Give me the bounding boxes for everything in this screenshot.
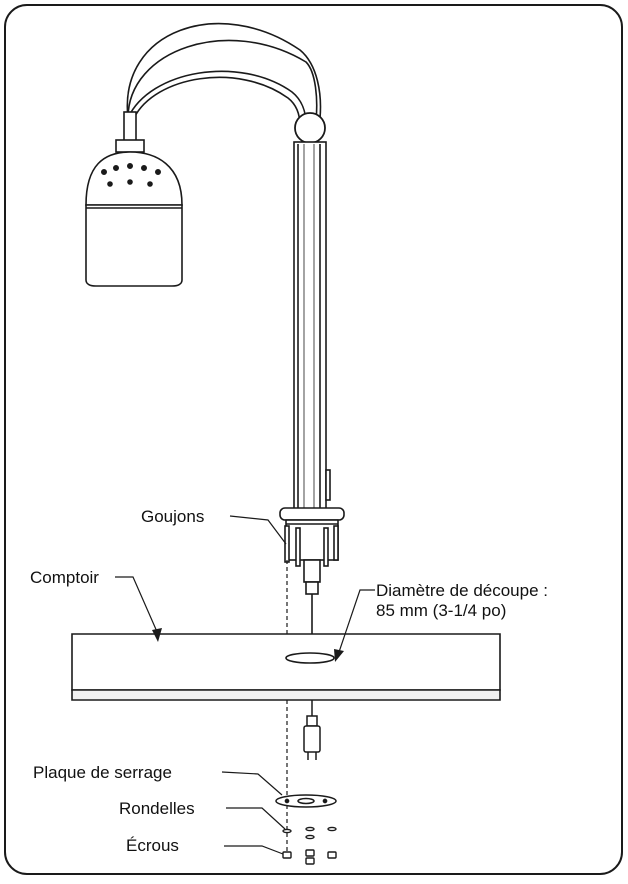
frame-border: [4, 4, 623, 875]
nuts: [282, 849, 337, 865]
top-ball: [294, 112, 326, 144]
lamp-shade: [85, 111, 183, 287]
cutout-label-line1: Diamètre de découpe :: [376, 581, 548, 600]
clamp-plate: [275, 794, 337, 808]
base-flange: [279, 507, 345, 650]
counter-label: Comptoir: [30, 568, 99, 587]
arrowheads: [152, 628, 344, 662]
washers-label: Rondelles: [119, 799, 195, 818]
leader-lines: [115, 515, 375, 855]
post: [293, 141, 331, 513]
power-cords: [126, 22, 322, 127]
studs-label: Goujons: [141, 507, 204, 526]
counter: [71, 633, 501, 701]
washers: [282, 826, 337, 840]
nuts-label: Écrous: [126, 836, 179, 855]
clamp-plate-label: Plaque de serrage: [33, 763, 172, 782]
cutout-label-line2: 85 mm (3-1/4 po): [376, 601, 506, 620]
plug: [303, 700, 321, 760]
